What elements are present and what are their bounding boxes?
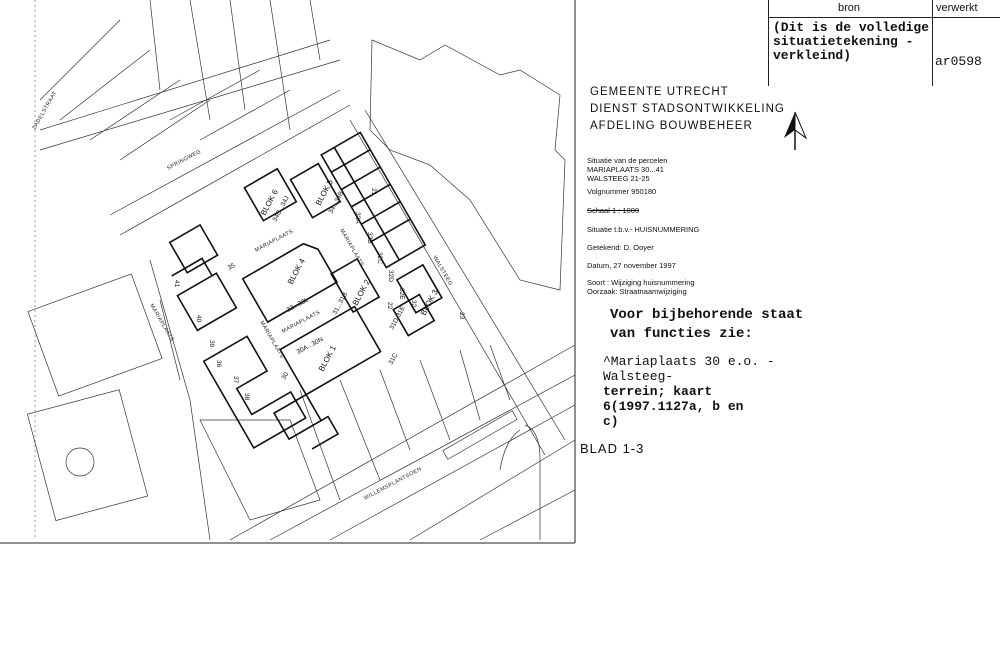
sheet-number: BLAD 1-3 (580, 441, 645, 456)
number-33: 33...33L (286, 296, 310, 313)
number-31c: 31C (388, 352, 400, 366)
number-32e: 32E (398, 288, 405, 300)
scale-struck: Schaal 1 : 1000 (587, 206, 640, 215)
street-mariaplaats-5: MARIAPLAATS (148, 303, 174, 343)
number-31: 31...31B (332, 291, 350, 316)
purpose: Situatie t.b.v.- HUISNUMMERING (587, 225, 700, 234)
table-divider (768, 0, 769, 86)
number-32b: 32B (366, 232, 373, 244)
reference-heading: Voor bijbehorende staat van functies zie… (610, 306, 803, 344)
number-40: 40 (195, 315, 202, 323)
reference-text: ^Mariaplaats 30 e.o. - Walsteeg- terrein… (603, 354, 803, 429)
street-zadelstraat: ZADELSTRAAT (32, 90, 59, 131)
table-divider (768, 17, 1000, 18)
source-line: situatietekening - (773, 34, 914, 49)
blok-2-outline (330, 257, 381, 314)
meta-line: Situatie van de percelen (587, 156, 668, 165)
street-willemsplantsoen: WILLEMSPLANTSOEN (363, 466, 423, 502)
blok-1-label: BLOK 1 (317, 343, 338, 372)
source-description: (Dit is de volledige situatietekening - … (773, 21, 929, 63)
serial-number: Volgnummer 950180 (587, 187, 657, 196)
street-mariaplaats-3: MARIAPLAATS (258, 320, 284, 360)
reference-line: terrein; kaart 6(1997.1127a, b en (603, 384, 744, 414)
street-mariaplaats-1: MARIAPLAATS (254, 229, 294, 254)
reference-line: ^Mariaplaats 30 e.o. - Walsteeg- (603, 354, 775, 384)
number-41: 41 (173, 280, 180, 288)
north-arrow-icon (784, 111, 808, 150)
number-32c: 32C (376, 252, 383, 264)
column-header-source: bron (838, 2, 861, 14)
number-21: 21 (370, 188, 377, 196)
number-34: 34...34B (328, 190, 346, 215)
change-type: Soort : Wijziging huisnummering (587, 278, 695, 287)
number-37: 37 (232, 376, 239, 384)
date: Datum, 27 november 1997 (587, 261, 676, 270)
number-32a: 32A (354, 212, 361, 224)
number-30: 30 (281, 371, 291, 381)
meta-line: WALSTEEG 21-25 (587, 174, 650, 183)
organisation-header: GEMEENTE UTRECHT DIENST STADSONTWIKKELIN… (590, 84, 785, 135)
blok-4-outline (241, 242, 339, 324)
blok-4-label: BLOK 4 (286, 256, 307, 285)
source-line: (Dit is de volledige (773, 20, 930, 35)
column-header-processed: verwerkt (936, 2, 978, 14)
reference-heading-line: Voor bijbehorende staat (610, 307, 804, 323)
garden-row (442, 410, 518, 460)
change-reason: Oorzaak: Straatnaamwijziging (587, 287, 687, 296)
number-35: 35 (227, 262, 237, 272)
blok-1-outline (279, 305, 382, 396)
number-32d: 32D (387, 270, 394, 282)
header-line: GEMEENTE UTRECHT (590, 86, 729, 98)
header-line: AFDELING BOUWBEHEER (590, 120, 753, 132)
blok-6-outline (243, 167, 298, 222)
number-32: 32 (410, 300, 417, 308)
street-walsteeg: WALSTEEG (431, 255, 453, 287)
number-39: 39 (208, 340, 215, 348)
source-table: bron verwerkt (Dit is de volledige situa… (768, 0, 1000, 86)
table-divider (932, 0, 933, 86)
blok-3-outline (395, 263, 443, 314)
number-38: 38 (243, 393, 250, 401)
situation-description: Situatie van de percelen MARIAPLAATS 30.… (587, 156, 667, 183)
number-22: 22 (386, 302, 393, 310)
meta-line: MARIAPLAATS 30...41 (587, 165, 664, 174)
number-36: 36 (215, 360, 222, 368)
drawn-by: Getekend: D. Ooyer (587, 243, 654, 252)
parcel-blocks (168, 131, 443, 450)
archive-code: ar0598 (935, 54, 982, 69)
blok-5-outline (289, 162, 342, 219)
reference-line: c) (603, 414, 619, 429)
number-23: 23 (458, 312, 465, 320)
street-mariaplaats-2: MARIAPLAATS (281, 310, 321, 335)
reference-heading-line: van functies zie: (610, 326, 753, 342)
header-line: DIENST STADSONTWIKKELING (590, 103, 785, 115)
street-springweg: SPRINGWEG (166, 149, 202, 172)
source-line: verkleind) (773, 48, 852, 63)
